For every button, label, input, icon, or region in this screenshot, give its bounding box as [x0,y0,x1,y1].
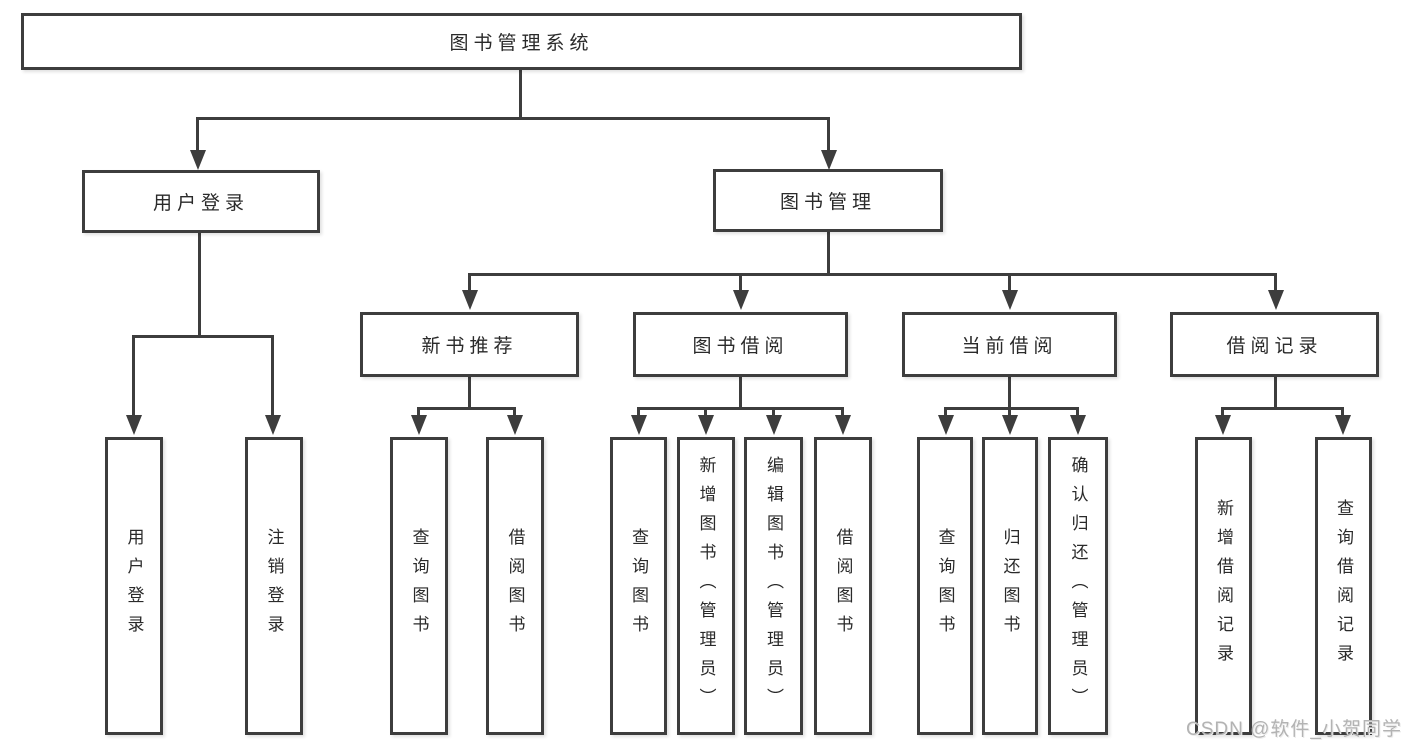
leaf-cb-return-label: 归还图书 [1000,528,1020,644]
leaf-bb-edit-label: 编辑图书（管理员） [764,455,783,717]
connector-root-stem [519,70,522,117]
arrow-to-leaf-bb-query [637,407,640,415]
leaf-bb-edit: 编辑图书（管理员） [744,437,803,735]
leaf-cb-confirm-label: 确认归还（管理员） [1068,455,1088,717]
arrow-to-current [1008,273,1011,290]
arrow-to-leaf-nb-borrow [513,407,516,415]
arrow-to-leaf-cb-confirm [1076,407,1079,415]
arrow-to-leaf-bb-edit [772,407,775,415]
node-borrowing: 图书借阅 [633,312,848,377]
arrow-to-leaf-bb-borrow [841,407,844,415]
arrow-to-leaf-br-add [1221,407,1224,415]
leaf-br-add: 新增借阅记录 [1195,437,1252,735]
connector-book-mgmt-stem [827,232,830,273]
leaf-login: 用户登录 [105,437,163,735]
leaf-cb-return: 归还图书 [982,437,1038,735]
leaf-bb-query-label: 查询图书 [629,528,648,644]
leaf-nb-query-label: 查询图书 [409,528,429,644]
arrow-to-leaf-login [132,335,135,415]
node-root: 图书管理系统 [21,13,1022,70]
node-new-books-label: 新书推荐 [421,336,518,357]
node-new-books: 新书推荐 [360,312,579,377]
leaf-nb-query: 查询图书 [390,437,448,735]
connector-borrowing-bar [637,407,844,410]
node-current: 当前借阅 [902,312,1117,377]
leaf-br-query: 查询借阅记录 [1315,437,1372,735]
leaf-br-add-label: 新增借阅记录 [1214,499,1233,673]
node-book-mgmt: 图书管理 [713,169,943,232]
arrow-to-leaf-nb-query [417,407,420,415]
leaf-cb-query: 查询图书 [917,437,973,735]
arrow-to-leaf-br-query [1341,407,1344,415]
leaf-login-label: 用户登录 [124,528,144,644]
csdn-watermark: CSDN @软件_小贺同学 [1186,719,1402,740]
leaf-nb-borrow-label: 借阅图书 [505,528,525,644]
arrow-to-leaf-cb-return [1008,407,1011,415]
connector-records-bar [1222,407,1344,410]
leaf-cb-query-label: 查询图书 [935,528,955,644]
leaf-bb-add-label: 新增图书（管理员） [696,455,716,717]
node-root-label: 图书管理系统 [449,33,594,54]
leaf-bb-query: 查询图书 [610,437,667,735]
connector-user-login-bar [133,335,274,338]
connector-records-stem [1274,377,1277,407]
connector-new-books-bar [418,407,516,410]
leaf-nb-borrow: 借阅图书 [486,437,544,735]
connector-current-bar [944,407,1079,410]
leaf-br-query-label: 查询借阅记录 [1334,499,1353,673]
connector-current-stem [1008,377,1011,407]
connector-root-bar [197,117,830,120]
node-user-login: 用户登录 [82,170,320,233]
connector-book-mgmt-bar [468,273,1276,276]
node-book-mgmt-label: 图书管理 [779,192,876,213]
leaf-logout-label: 注销登录 [264,528,284,644]
node-current-label: 当前借阅 [961,336,1058,357]
arrow-to-leaf-cb-query [944,407,947,415]
connector-borrowing-stem [739,377,742,407]
leaf-bb-borrow: 借阅图书 [814,437,872,735]
arrow-to-user-login [196,117,199,150]
arrow-to-leaf-bb-add [704,407,707,415]
leaf-logout: 注销登录 [245,437,303,735]
leaf-bb-add: 新增图书（管理员） [677,437,735,735]
arrow-to-new-books [468,273,471,290]
arrow-to-records [1274,273,1277,290]
node-borrowing-label: 图书借阅 [692,336,789,357]
node-records-label: 借阅记录 [1226,336,1323,357]
leaf-cb-confirm: 确认归还（管理员） [1048,437,1108,735]
node-user-login-label: 用户登录 [152,193,249,214]
connector-new-books-stem [468,377,471,407]
leaf-bb-borrow-label: 借阅图书 [833,528,853,644]
arrow-to-leaf-logout [271,335,274,415]
arrow-to-borrowing [739,273,742,290]
node-records: 借阅记录 [1170,312,1379,377]
connector-user-login-stem [198,233,201,335]
arrow-to-book-mgmt [827,117,830,150]
